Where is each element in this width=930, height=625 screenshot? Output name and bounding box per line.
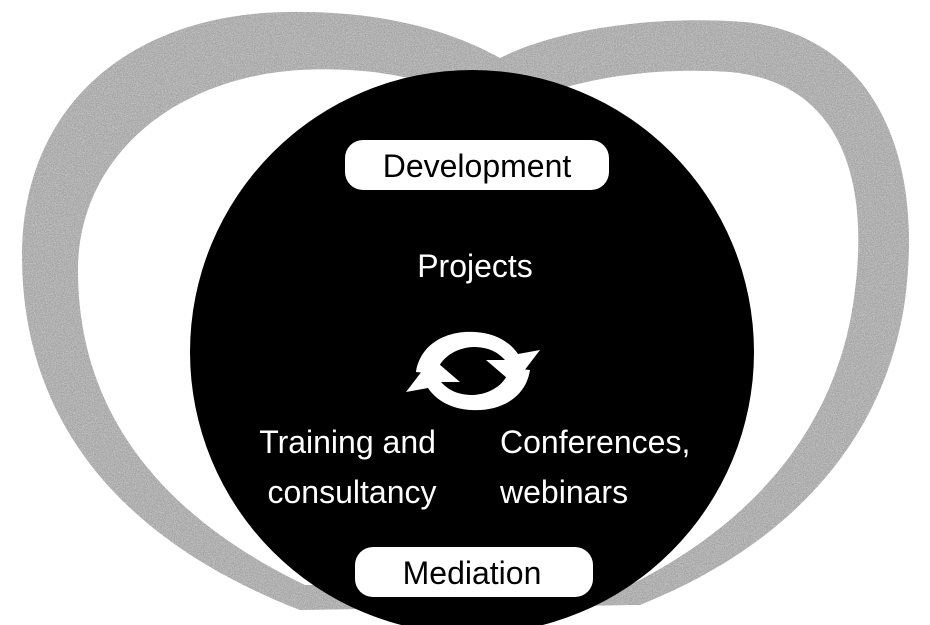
conferences-line-2: webinars: [499, 474, 628, 510]
mediation-pill: Mediation: [355, 547, 593, 597]
training-consultancy-label: Training and consultancy: [259, 424, 445, 510]
conferences-webinars-label: Conferences, webinars: [499, 424, 699, 510]
refresh-cycle-icon: [406, 331, 540, 411]
training-line-1: Training and: [259, 424, 436, 460]
development-pill: Development: [345, 140, 609, 190]
mediation-label: Mediation: [403, 555, 542, 591]
training-line-2: consultancy: [268, 474, 437, 510]
central-circle: [190, 70, 754, 625]
conferences-line-1: Conferences,: [500, 424, 690, 460]
projects-label: Projects: [417, 248, 533, 284]
development-label: Development: [383, 148, 572, 184]
